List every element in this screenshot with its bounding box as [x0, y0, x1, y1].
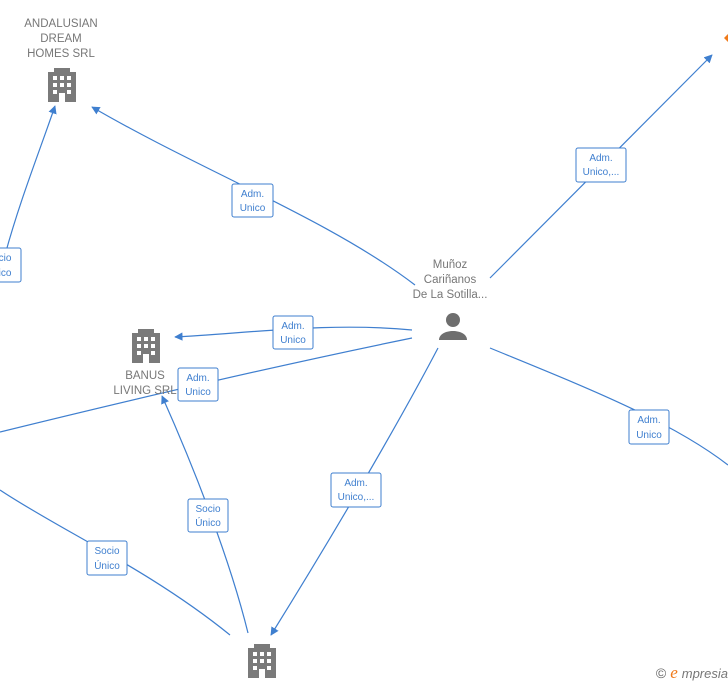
- node-andalusian-dream-homes[interactable]: ANDALUSIAN DREAM HOMES SRL: [24, 18, 98, 102]
- node-banus-living[interactable]: BANUS LIVING SRL: [113, 329, 177, 397]
- edge-label-to-top-right[interactable]: Adm. Unico,...: [575, 147, 627, 183]
- svg-text:Único: Único: [195, 516, 221, 529]
- node-top-right-offscreen[interactable]: [724, 34, 728, 42]
- edge-label-to-banus[interactable]: Adm. Unico: [272, 315, 314, 350]
- svg-text:Socio: Socio: [195, 504, 220, 515]
- svg-text:Adm.: Adm.: [637, 415, 660, 426]
- svg-text:Adm.: Adm.: [241, 189, 264, 200]
- edge-label-to-left[interactable]: Adm. Unico: [177, 367, 219, 402]
- building-icon: [248, 644, 276, 678]
- edge-person-to-right[interactable]: [489, 347, 728, 466]
- brand-name: mpresia: [681, 665, 728, 681]
- svg-text:Cariñanos: Cariñanos: [424, 274, 477, 286]
- svg-text:LIVING SRL: LIVING SRL: [113, 385, 177, 397]
- edge-left-to-andalusian[interactable]: [4, 105, 57, 256]
- svg-text:Unico: Unico: [280, 335, 306, 346]
- svg-text:Unico,...: Unico,...: [583, 167, 620, 178]
- svg-text:Muñoz: Muñoz: [433, 259, 468, 271]
- svg-text:Adm.: Adm.: [589, 153, 612, 164]
- svg-text:ico: ico: [0, 268, 12, 279]
- svg-text:De La Sotilla...: De La Sotilla...: [413, 289, 488, 301]
- node-bottom-company[interactable]: [248, 644, 276, 678]
- building-icon: [48, 68, 76, 102]
- svg-text:Unico: Unico: [185, 387, 211, 398]
- edge-label-to-andalusian[interactable]: Adm. Unico: [231, 183, 274, 218]
- svg-text:DREAM: DREAM: [40, 33, 82, 45]
- edge-label-to-right[interactable]: Adm. Unico: [628, 409, 670, 445]
- svg-text:HOMES SRL: HOMES SRL: [27, 48, 95, 60]
- svg-text:Unico: Unico: [240, 203, 266, 214]
- svg-text:ANDALUSIAN: ANDALUSIAN: [24, 18, 98, 30]
- svg-text:Unico: Unico: [636, 430, 662, 441]
- edge-label-bottom-to-banus[interactable]: Socio Único: [187, 498, 229, 533]
- svg-text:Socio: Socio: [94, 546, 119, 557]
- building-icon: [132, 329, 160, 363]
- svg-text:Unico,...: Unico,...: [338, 492, 375, 503]
- node-person-munoz-carinanos[interactable]: Muñoz Cariñanos De La Sotilla...: [413, 259, 488, 340]
- svg-text:BANUS: BANUS: [125, 370, 165, 382]
- edge-label-to-bottom[interactable]: Adm. Unico,...: [330, 472, 382, 508]
- copyright-symbol: ©: [655, 665, 667, 681]
- person-icon: [439, 313, 467, 340]
- svg-text:Único: Único: [94, 559, 120, 572]
- brand-e-logo: e: [670, 663, 678, 682]
- svg-text:Adm.: Adm.: [186, 373, 209, 384]
- svg-text:Adm.: Adm.: [281, 321, 304, 332]
- svg-text:cio: cio: [0, 253, 12, 264]
- edge-label-left-to-andalusian[interactable]: cio ico: [0, 247, 22, 283]
- edge-label-bottom-to-left[interactable]: Socio Único: [86, 540, 128, 576]
- svg-text:Adm.: Adm.: [344, 478, 367, 489]
